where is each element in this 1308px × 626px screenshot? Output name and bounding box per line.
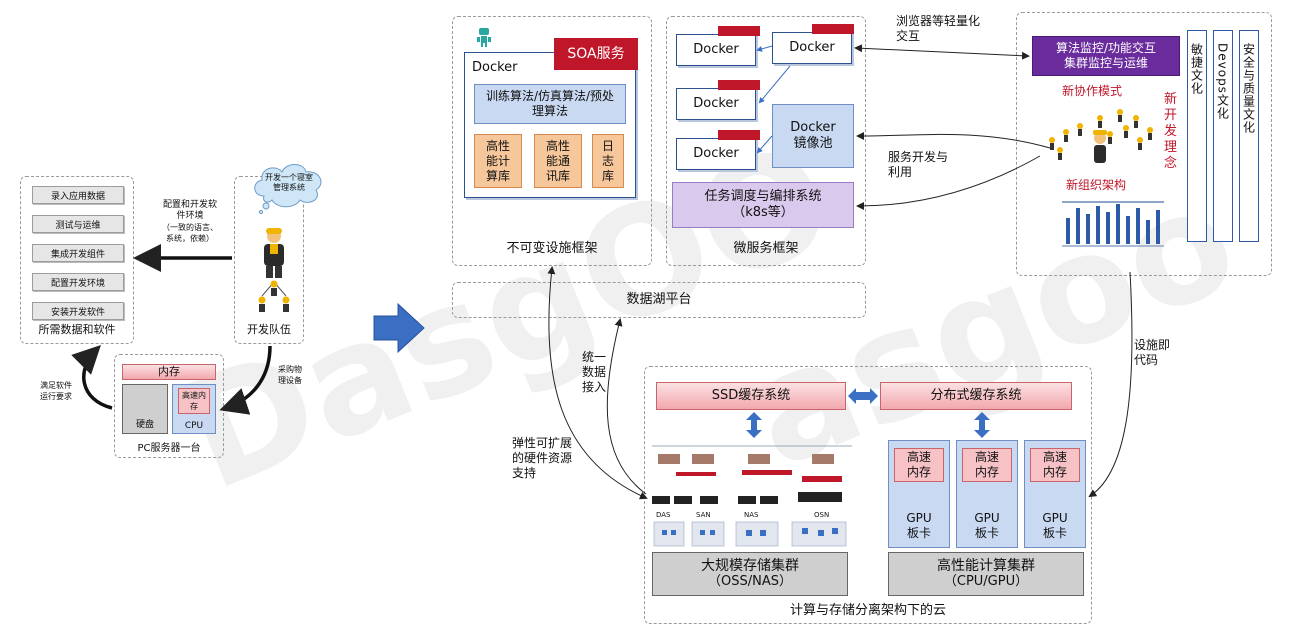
k8s-scheduler: 任务调度与编排系统 （k8s等）: [672, 182, 854, 228]
gpu-cache: 高速内存: [1030, 448, 1080, 482]
double-arrow-icon: [848, 388, 878, 404]
pc-cache: 高速内存: [178, 388, 210, 414]
software-item: 配置开发环境: [32, 273, 124, 291]
docker-node-tab: [812, 24, 854, 34]
pc-disk-label: 硬盘: [135, 420, 154, 430]
vertical-double-arrow-icon: [746, 412, 762, 438]
config-label: 配置和开发软 件环境 （一致的语言、 系统，依赖）: [150, 200, 230, 244]
k8s-line: （k8s等）: [732, 205, 794, 220]
storage-cluster: 大规模存储集群 （OSS/NAS）: [652, 552, 848, 596]
big-right-arrow-icon: [373, 302, 425, 354]
gpu-cache: 高速内存: [962, 448, 1012, 482]
docker-node: Docker: [772, 32, 852, 64]
monitor-line: 集群监控与运维: [1063, 56, 1148, 70]
lib-comm: 高性能通讯库: [534, 134, 582, 188]
cloud-text: 开发一个寝室管理系统: [265, 173, 313, 192]
lib-hpc: 高性能计算库: [474, 134, 522, 188]
pc-memory: 内存: [122, 364, 216, 380]
storage-architecture-diagram: [652, 445, 852, 547]
config-label-line: 配置和开发软: [162, 200, 217, 210]
config-sub-line: 系统，依赖）: [166, 234, 214, 243]
software-caption: 所需数据和软件: [38, 323, 116, 336]
soa-service-badge: SOA服务: [554, 38, 638, 70]
thought-cloud-icon: [254, 164, 322, 214]
satisfy-label: 满足软件运行要求: [40, 381, 72, 401]
algorithm-box: 训练算法/仿真算法/预处理算法: [474, 84, 626, 124]
immutable-caption: 不可变设施框架: [506, 241, 598, 256]
storage-type-san: SAN: [696, 511, 711, 519]
ssd-cache-system: SSD缓存系统: [656, 382, 846, 410]
docker-node-tab: [718, 130, 760, 140]
new-collab-label: 新协作模式: [1062, 84, 1123, 98]
docker-node: Docker: [676, 88, 756, 120]
monitor-line: 算法监控/功能交互: [1055, 41, 1157, 55]
storage-type-das: DAS: [656, 511, 671, 519]
docker-node-tab: [718, 26, 760, 36]
culture-column-security: 安全与质量文化: [1239, 30, 1259, 242]
docker-image-pool: Docker镜像池: [772, 104, 854, 168]
storage-cluster-line: （OSS/NAS）: [708, 574, 792, 589]
lib-log: 日志库: [592, 134, 624, 188]
gpu-cache: 高速内存: [894, 448, 944, 482]
pc-disk: 硬盘: [122, 384, 168, 434]
culture-column-devops: Devops文化: [1213, 30, 1233, 242]
developer-team-icon: [258, 228, 290, 312]
storage-type-nas: NAS: [744, 511, 759, 519]
robot-icon: [477, 28, 491, 47]
compute-cluster-line: （CPU/GPU）: [943, 574, 1029, 589]
monitor-box: 算法监控/功能交互 集群监控与运维: [1032, 36, 1180, 76]
new-dev-label: 新开发理念: [1164, 92, 1178, 171]
browser-label: 浏览器等轻量化交互: [896, 14, 981, 43]
devops-culture-panel: [1016, 12, 1272, 276]
k8s-line: 任务调度与编排系统: [704, 189, 822, 204]
software-item: 集成开发组件: [32, 244, 124, 262]
service-dev-label: 服务开发与利用: [888, 150, 949, 179]
compute-cluster: 高性能计算集群 （CPU/GPU）: [888, 552, 1084, 596]
vertical-double-arrow-icon: [974, 412, 990, 438]
docker-node-tab: [718, 80, 760, 90]
compute-cluster-line: 高性能计算集群: [937, 558, 1035, 574]
software-list: 录入应用数据 测试与运维 集成开发组件 配置开发环境 安装开发软件: [32, 186, 124, 320]
pc-cpu-label: CPU: [184, 420, 204, 431]
iac-label: 设施即代码: [1134, 338, 1171, 367]
cloud-caption: 计算与存储分离架构下的云: [789, 603, 946, 618]
docker-node: Docker: [676, 34, 756, 66]
gpu-label: GPU板卡: [906, 511, 932, 540]
config-label-line: 件环境: [176, 211, 204, 221]
purchase-label: 采购物理设备: [278, 365, 302, 385]
storage-type-osn: OSN: [814, 511, 830, 519]
storage-cluster-line: 大规模存储集群: [701, 558, 799, 574]
org-structure-chart-icon: [1062, 201, 1164, 247]
culture-column-agile: 敏捷文化: [1187, 30, 1207, 242]
docker-node: Docker: [676, 138, 756, 170]
software-item: 录入应用数据: [32, 186, 124, 204]
docker-label: Docker: [472, 60, 518, 75]
microservice-framework-panel: [666, 16, 866, 266]
software-item: 安装开发软件: [32, 302, 124, 320]
config-sub-line: （一致的语言、: [162, 223, 218, 232]
new-org-label: 新组织架构: [1066, 178, 1127, 192]
team-caption: 开发队伍: [247, 323, 291, 336]
microservice-caption: 微服务框架: [733, 241, 799, 256]
gpu-label: GPU板卡: [974, 511, 1000, 540]
gpu-label: GPU板卡: [1042, 511, 1068, 540]
immutable-framework-panel: [452, 16, 652, 266]
software-item: 测试与运维: [32, 215, 124, 233]
people-group-icon: [1049, 109, 1153, 163]
pc-caption: PC服务器一台: [137, 443, 201, 454]
distributed-cache-system: 分布式缓存系统: [880, 382, 1072, 410]
